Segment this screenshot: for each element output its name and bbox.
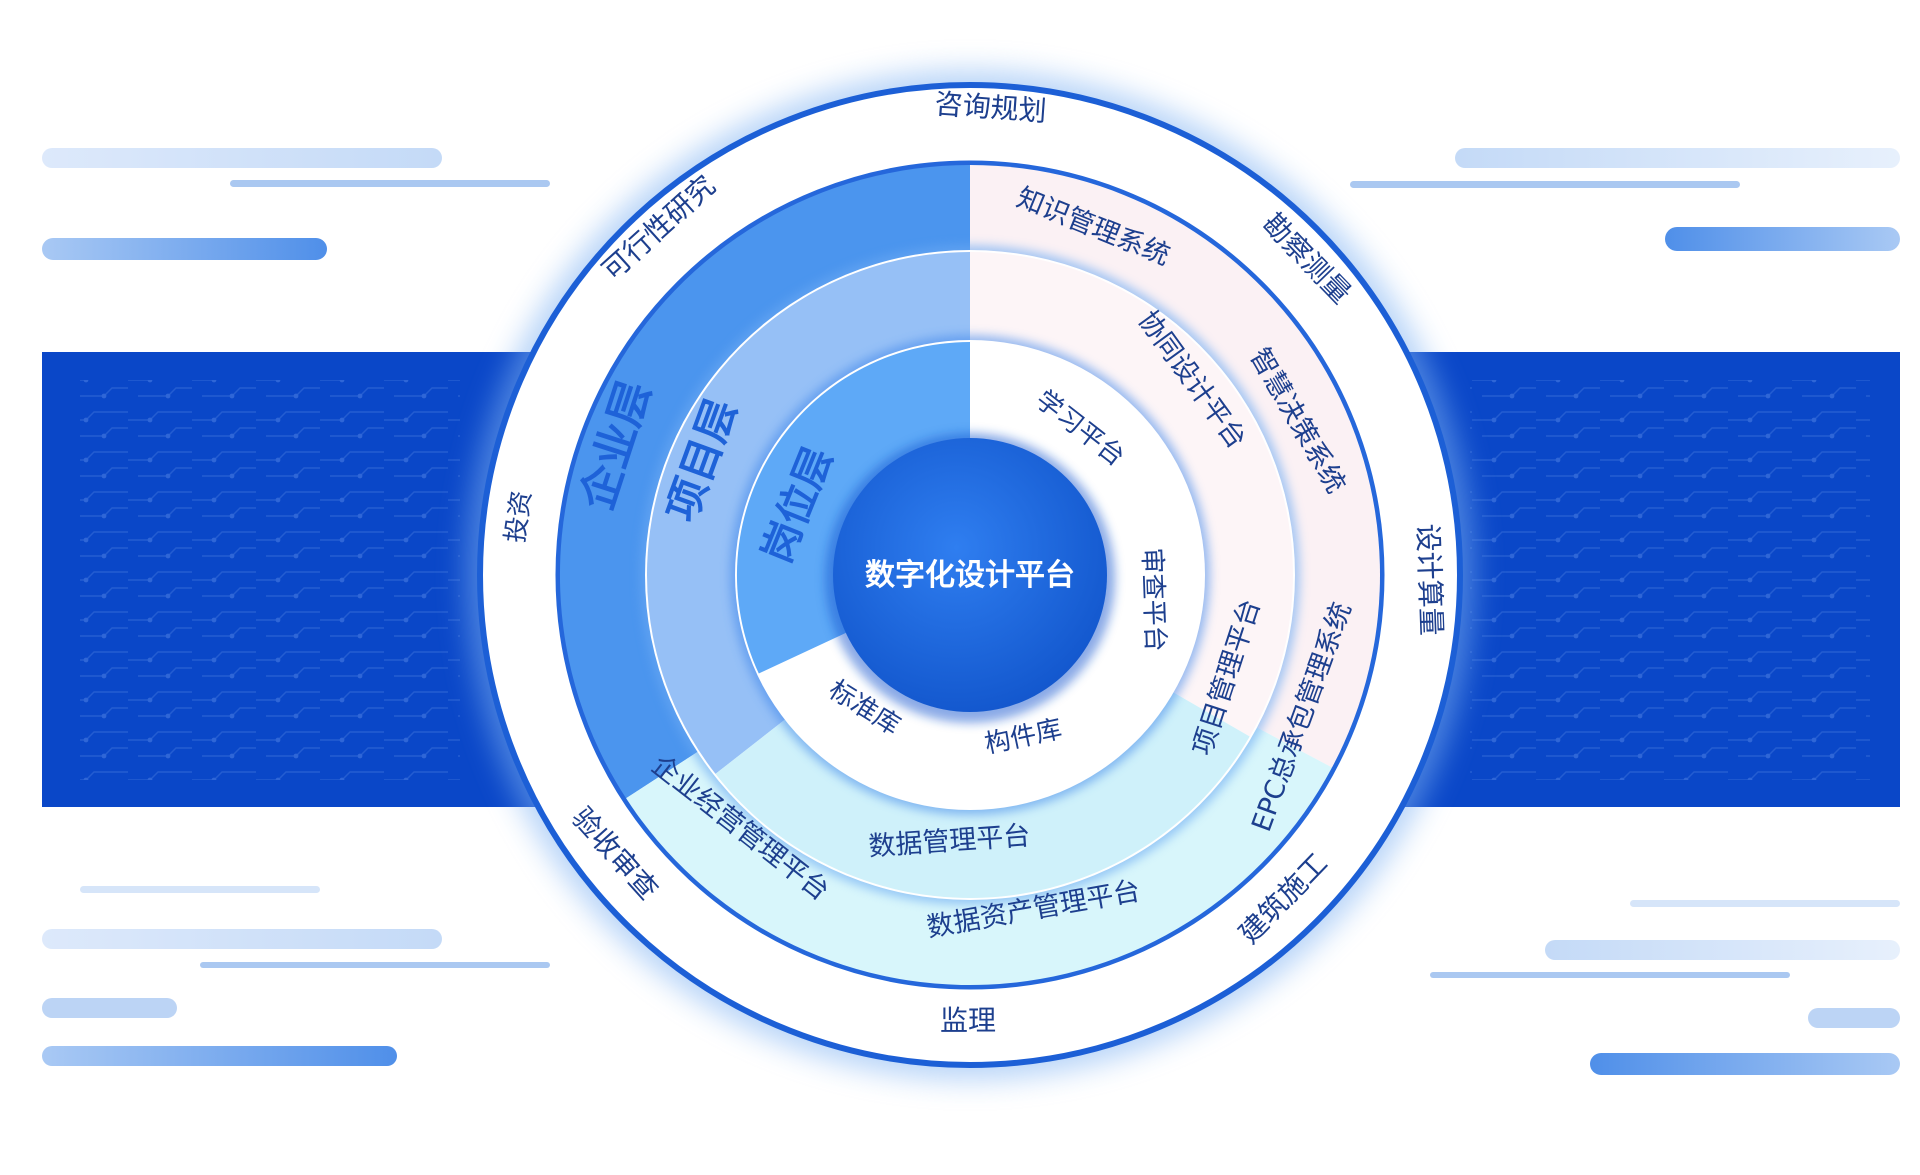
stripe <box>200 962 550 968</box>
outer-label-right: 设计算量 <box>1411 523 1448 636</box>
outer-label-top: 咨询规划 <box>934 87 1048 128</box>
ring-diagram <box>465 70 1475 1080</box>
outer-label-left: 投资 <box>501 489 538 545</box>
decorative-stripes <box>42 148 1900 1075</box>
position-label-review: 审查平台 <box>1136 547 1170 652</box>
stripe <box>1590 1053 1900 1075</box>
stripe <box>1455 148 1900 168</box>
stripe <box>42 929 442 949</box>
stripe <box>1630 900 1900 907</box>
outer-label-bottom: 监理 <box>940 1004 996 1037</box>
stripe <box>42 148 442 168</box>
core-circle <box>833 438 1107 712</box>
circuit-texture-left <box>80 380 460 780</box>
stripe <box>42 1046 397 1066</box>
stripe <box>1808 1008 1900 1028</box>
stripe <box>1665 227 1900 251</box>
stripe <box>42 238 327 260</box>
stripe <box>80 886 320 893</box>
stripe <box>42 998 177 1018</box>
stripe <box>1545 940 1900 960</box>
stripe <box>1430 972 1790 978</box>
circuit-texture-right <box>1470 380 1870 780</box>
stripe <box>1350 181 1740 188</box>
stripe <box>230 180 550 187</box>
center-label: 数字化设计平台 <box>865 558 1075 593</box>
